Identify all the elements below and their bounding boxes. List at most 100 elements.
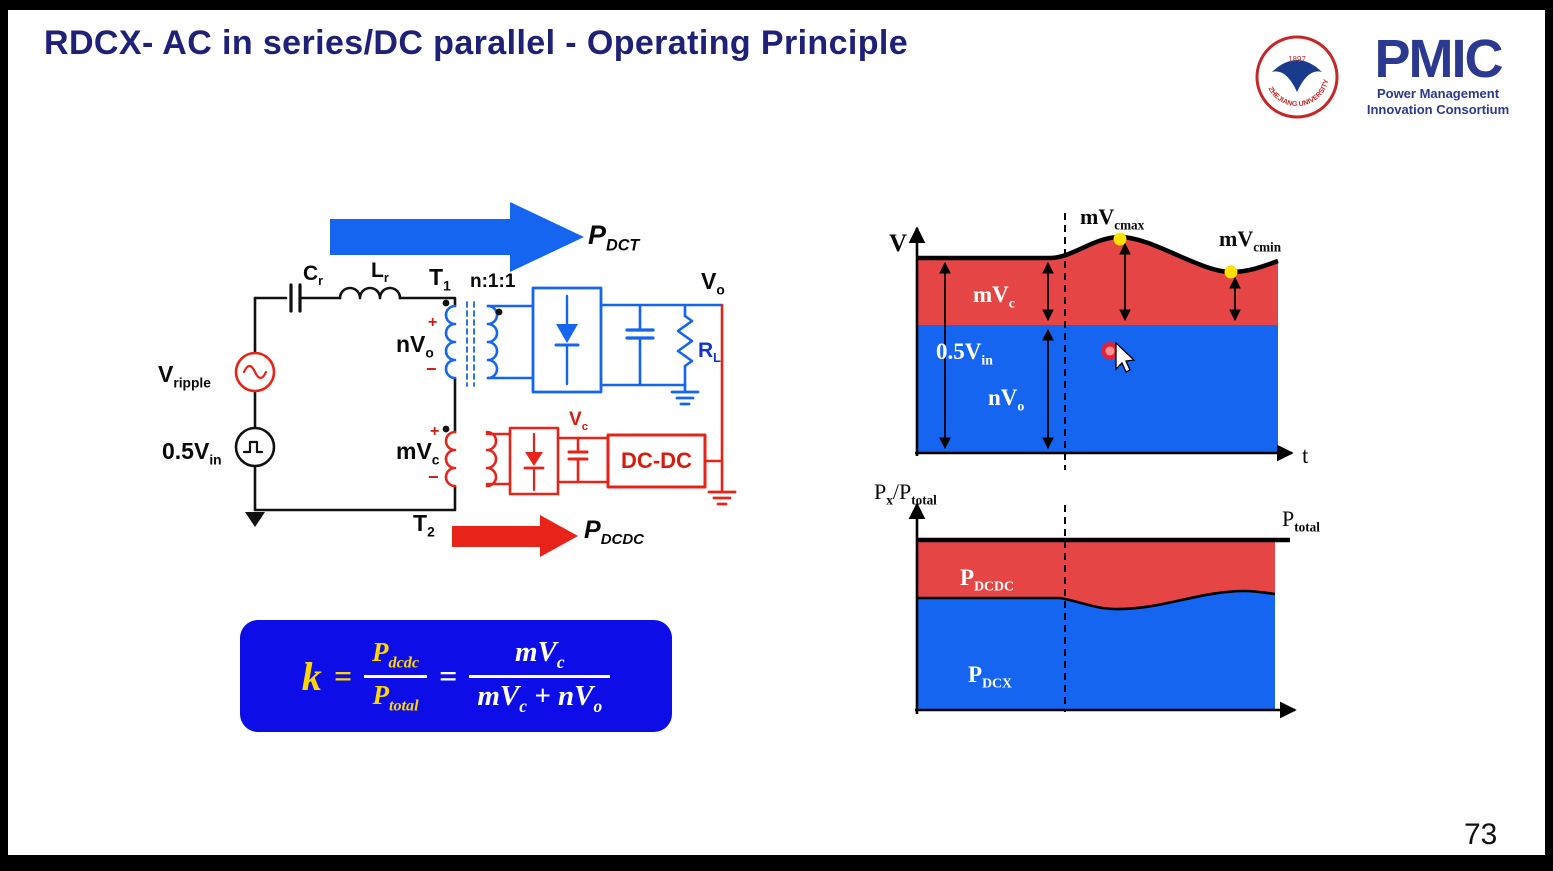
vo-sub: o: [716, 282, 725, 298]
den2b-sub: o: [593, 695, 603, 716]
formula-fraction-voltage: mVc mVc + nVo: [469, 636, 611, 717]
chart-mvc-sub: c: [1008, 295, 1015, 311]
pmic-tagline-2: Innovation Consortium: [1366, 102, 1510, 118]
mvcmax-sub: cmax: [1114, 217, 1145, 233]
den1-sub: total: [388, 695, 419, 714]
measure-arrows: [939, 242, 1241, 450]
cr-sub: r: [318, 274, 324, 289]
ptotal-base: P: [1282, 506, 1295, 531]
pdcdc-power-arrow: [452, 515, 578, 557]
nvo-base: nV: [396, 331, 426, 357]
ptotal-sub: total: [1294, 519, 1320, 535]
nvo-minus-sign: −: [426, 359, 437, 379]
t1-label: T1: [429, 266, 451, 293]
chart-pdcdc-sub: DCDC: [974, 578, 1014, 594]
halfvin-sub: in: [209, 452, 222, 468]
square-wave-icon: [242, 440, 264, 454]
mvcmax-label: mVcmax: [1080, 206, 1144, 232]
voltage-envelope-line: [917, 234, 1279, 275]
formula-num-mvc: mVc: [507, 636, 573, 675]
seal-year-text: 1897: [1288, 55, 1306, 64]
page-title: RDCX- AC in series/DC parallel - Operati…: [44, 24, 909, 62]
polarity-dot: [442, 299, 450, 307]
vripple-sub: ripple: [173, 375, 211, 391]
turns-ratio-label: n:1:1: [470, 271, 516, 292]
pmic-wordmark: PMIC: [1374, 29, 1504, 89]
chart-nvo-base: nV: [988, 385, 1018, 410]
seal-eagle-icon: [1272, 60, 1322, 92]
num1-sub: dcdc: [388, 653, 420, 672]
formula-equals-2: =: [439, 657, 458, 694]
formula-den-sum: mVc + nVo: [469, 674, 611, 717]
formula-fraction-power: Pdcdc Ptotal: [364, 637, 427, 715]
nvo-sub: o: [425, 345, 434, 361]
dcdc-box-label: DC-DC: [621, 448, 692, 473]
letterbox-top: [0, 0, 1553, 10]
ptot-base: /P: [892, 479, 912, 504]
pdcdc-sub: DCDC: [600, 531, 645, 548]
letterbox-bottom: [0, 855, 1553, 871]
vcmax-marker-dot: [1113, 232, 1127, 246]
lr-sub: r: [383, 271, 389, 286]
t2-base: T: [413, 510, 428, 536]
ptot-sub: total: [911, 492, 937, 508]
mvc-base: mV: [396, 438, 432, 464]
px-ptotal-axis-label: Px/Ptotal: [874, 481, 937, 507]
den2-plus: +: [534, 679, 551, 712]
v-axis-label: V: [889, 230, 908, 257]
pdct-power-arrow: [330, 202, 584, 272]
cr-base: C: [303, 262, 319, 285]
lr-base: L: [371, 259, 384, 282]
power-split-chart: [908, 502, 1297, 719]
vo-base: V: [701, 268, 717, 294]
mvc-sub: c: [431, 452, 440, 468]
mvcmin-sub: cmin: [1253, 239, 1282, 255]
mvcmin-label: mVcmin: [1219, 228, 1281, 254]
lr-label: Lr: [371, 260, 389, 285]
px-base: P: [874, 479, 887, 504]
pdcdc-label: PDCDC: [584, 516, 645, 548]
chart-pdcdc-base: P: [960, 565, 975, 590]
num2-base: mV: [514, 635, 557, 668]
vc-label: Vc: [569, 410, 588, 433]
power-boundary-line: [917, 589, 1276, 611]
output-network-blue: [599, 303, 724, 406]
vripple-base: V: [158, 361, 174, 387]
cr-capacitor: [289, 283, 302, 313]
zju-seal-logo: ZHEJIANG UNIVERSITY 1897: [1255, 35, 1339, 119]
formula-equals-1: =: [333, 657, 353, 694]
den2a-sub: c: [519, 695, 527, 716]
sine-wave-icon: [242, 364, 268, 380]
pmic-tagline-1: Power Management: [1376, 86, 1500, 101]
rl-sub: L: [713, 351, 721, 366]
chart-pdcx-label: PDCX: [968, 663, 1012, 690]
ground-symbol-black: [245, 512, 265, 527]
dcdc-network-red: [556, 303, 737, 506]
vc-base: V: [569, 409, 582, 430]
pdct-label: PDCT: [588, 222, 639, 254]
pdcdc-base: P: [584, 516, 601, 544]
t1-base: T: [429, 264, 444, 290]
t2-sub: 2: [427, 524, 435, 540]
polarity-dot: [495, 308, 503, 316]
halfvin-base: 0.5V: [162, 438, 210, 464]
mouse-cursor: [1101, 341, 1136, 373]
den2a-base: mV: [477, 679, 520, 712]
chart-halfvin-label: 0.5Vin: [936, 340, 993, 367]
pdct-sub: DCT: [606, 236, 640, 255]
page-number: 73: [1464, 818, 1498, 851]
halfvin-source: [234, 426, 276, 468]
vc-sub: c: [581, 420, 589, 433]
halfvin-label: 0.5Vin: [162, 440, 222, 467]
px-sub: x: [886, 492, 893, 508]
t-axis-label: t: [1302, 443, 1309, 468]
chart-pdcx-sub: DCX: [982, 675, 1012, 691]
den2b-base: nV: [558, 679, 594, 712]
transformer-t1: [444, 301, 535, 387]
vo-label: Vo: [701, 270, 725, 297]
mvc-label: mVc: [396, 440, 439, 467]
chart-nvo-sub: o: [1017, 398, 1025, 414]
chart-pdcdc-label: PDCDC: [960, 566, 1014, 593]
den1-base: P: [372, 679, 389, 710]
